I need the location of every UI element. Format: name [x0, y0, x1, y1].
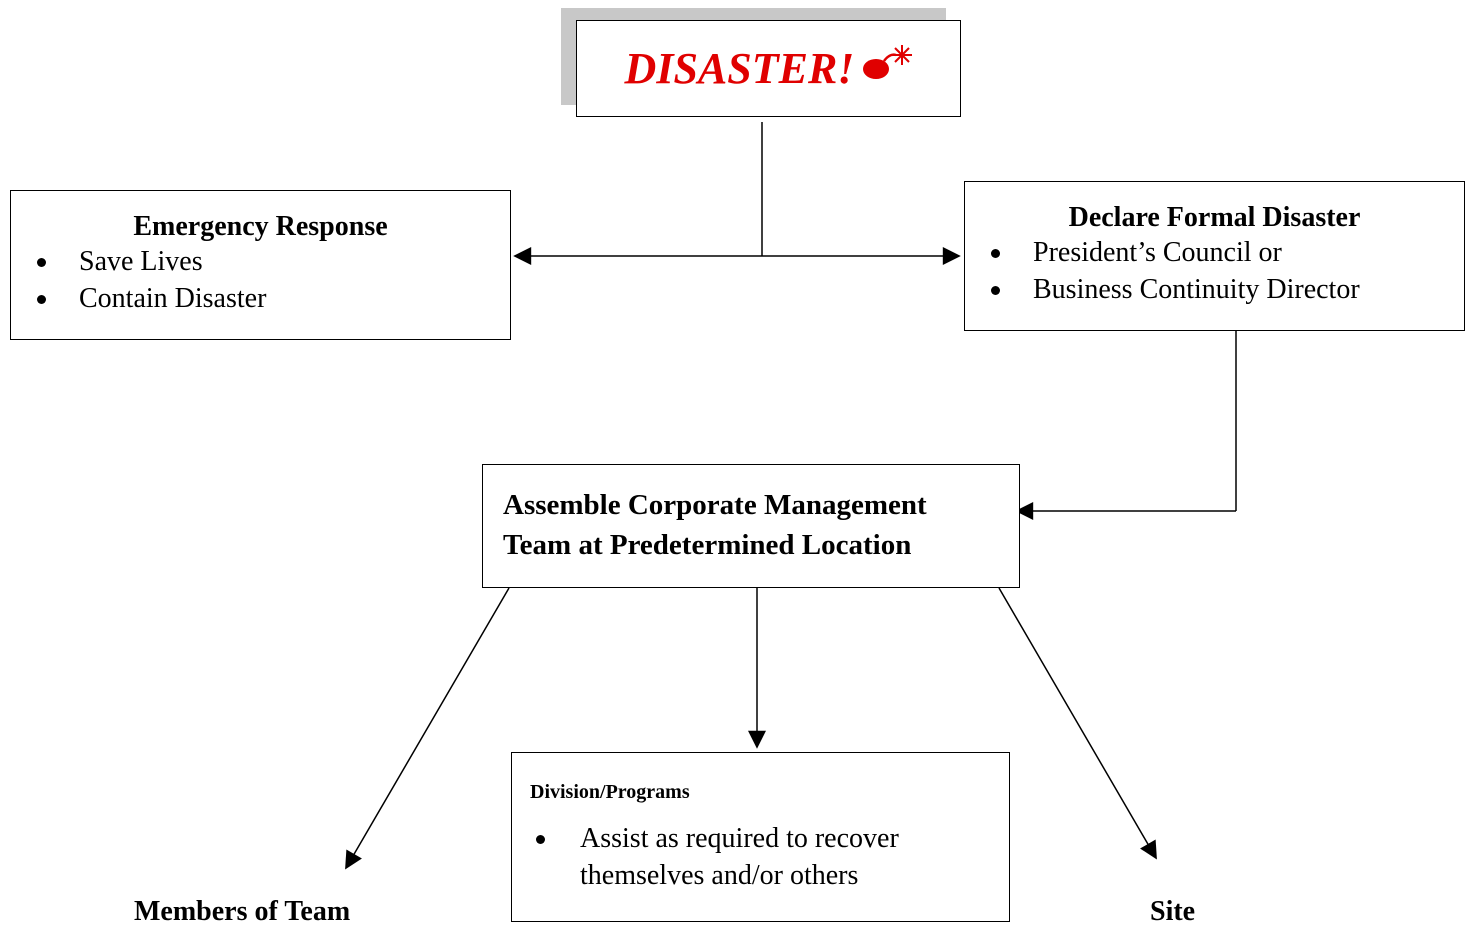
- arrow-to-members: [345, 587, 510, 870]
- emergency-response-box: Emergency Response Save Lives Contain Di…: [10, 190, 511, 340]
- emergency-response-list: Save Lives Contain Disaster: [11, 243, 510, 317]
- members-of-team-label: Members of Team: [134, 896, 351, 927]
- division-programs-box: Division/Programs Assist as required to …: [511, 752, 1010, 922]
- list-item: Assist as required to recover themselves…: [530, 820, 960, 894]
- declare-disaster-heading: Declare Formal Disaster: [1068, 202, 1361, 233]
- declare-disaster-box: Declare Formal Disaster President’s Coun…: [964, 181, 1465, 331]
- bomb-icon: [860, 43, 913, 94]
- declare-disaster-list: President’s Council or Business Continui…: [965, 234, 1464, 308]
- emergency-response-heading: Emergency Response: [133, 211, 388, 242]
- division-programs-heading: Division/Programs: [530, 781, 690, 803]
- assemble-team-box: Assemble Corporate Management Team at Pr…: [482, 464, 1020, 588]
- disaster-title: DISASTER!: [625, 43, 913, 94]
- disaster-title-box: DISASTER!: [576, 20, 961, 117]
- list-item: Contain Disaster: [11, 280, 510, 317]
- list-item: Save Lives: [11, 243, 510, 280]
- assemble-team-line1: Assemble Corporate Management: [503, 489, 927, 521]
- site-label: Site: [1150, 896, 1196, 927]
- list-item: President’s Council or: [965, 234, 1464, 271]
- arrow-to-site: [998, 587, 1157, 860]
- assemble-team-line2: Team at Predetermined Location: [503, 529, 912, 561]
- list-item: Business Continuity Director: [965, 271, 1464, 308]
- division-programs-list: Assist as required to recover themselves…: [530, 820, 1009, 894]
- disaster-title-text: DISASTER!: [624, 44, 855, 93]
